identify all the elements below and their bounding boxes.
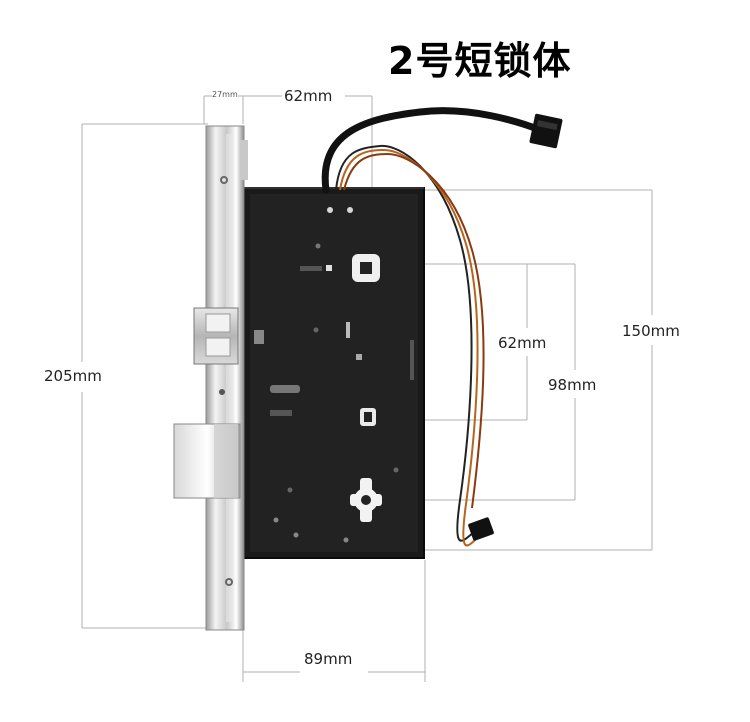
dimension-case-height: 150mm: [622, 322, 680, 340]
dimension-lines: [81, 95, 653, 682]
cable-harness: [321, 107, 544, 547]
connector-plugs: [468, 113, 563, 541]
dimension-faceplate-height: 205mm: [44, 367, 102, 385]
lock-case: [243, 187, 425, 559]
dimension-spindle-to-bottom: 98mm: [548, 376, 597, 394]
latch-bolt: [193, 307, 239, 365]
deadbolt: [173, 423, 241, 499]
faceplate: [205, 125, 248, 631]
dimension-backset: 62mm: [284, 87, 333, 105]
product-title: 2号短锁体: [388, 39, 572, 83]
dimension-handle-to-cylinder: 62mm: [498, 334, 547, 352]
dimension-faceplate-width: 27mm: [212, 90, 238, 99]
dimension-case-width: 89mm: [304, 650, 353, 668]
